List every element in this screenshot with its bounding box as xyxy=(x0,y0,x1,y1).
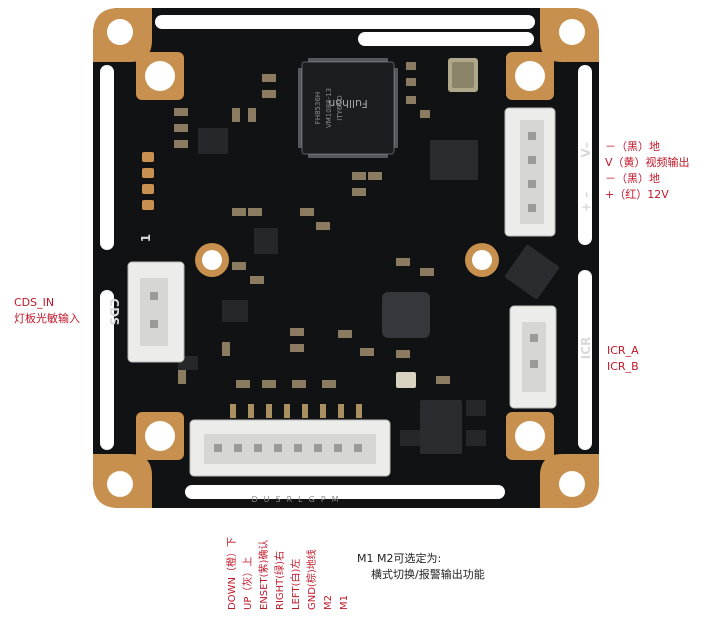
label-power-video-out: V（黄）视频输出 xyxy=(605,156,690,169)
label-gnd: GND(棕)地线 xyxy=(307,549,318,610)
driver-chip xyxy=(420,400,462,454)
cds-connector xyxy=(127,261,185,363)
slot-top xyxy=(155,15,535,29)
slot-top-2 xyxy=(358,32,534,46)
corner-hole-tl xyxy=(107,19,133,45)
label-power-12v: +（红）12V xyxy=(605,188,669,201)
label-col-right: RIGHT(绿)右 xyxy=(275,528,288,610)
key-connector xyxy=(189,404,391,477)
power-connector xyxy=(504,107,556,237)
slot-right-lower xyxy=(578,270,592,450)
chip-text-3: ITY6CD xyxy=(336,95,344,120)
label-down: DOWN（橙）下 xyxy=(227,537,238,610)
chip-text-1: FH8536H xyxy=(314,92,322,124)
inner-hole-bl xyxy=(145,421,175,451)
label-right: RIGHT(绿)右 xyxy=(275,550,286,610)
corner-hole-tr xyxy=(559,19,585,45)
label-col-left: LEFT(白)左 xyxy=(291,528,304,610)
silk-bottom-pins: DUSRLGPM xyxy=(251,495,344,504)
label-icr-b: ICR_B xyxy=(607,360,639,373)
chip-pins xyxy=(298,58,398,158)
label-col-enset: ENSET(紫)确认 xyxy=(259,528,272,610)
regulator-1 xyxy=(430,140,478,180)
label-col-m2: M2 xyxy=(323,528,336,610)
slot-left-lower xyxy=(100,290,114,450)
label-cds-in: CDS_IN xyxy=(14,296,55,309)
left-pin-pads xyxy=(142,152,154,210)
silk-cds: CDS xyxy=(107,298,121,325)
icr-connector xyxy=(509,305,557,409)
inner-hole-br xyxy=(515,421,545,451)
inner-hole-tr xyxy=(515,61,545,91)
label-power-gnd-1: －（黑）地 xyxy=(605,140,660,153)
center-hole-right-inner xyxy=(472,250,492,270)
silk-v-minus: V– xyxy=(579,142,593,157)
label-up: UP（灰）上 xyxy=(243,556,254,610)
label-power-gnd-2: －（黑）地 xyxy=(605,172,660,185)
chip-brand: Fullhan xyxy=(328,97,368,110)
silk-icr: ICR xyxy=(579,337,593,360)
label-col-down: DOWN（橙）下 xyxy=(227,528,240,610)
label-cds-light-input: 灯板光敏输入 xyxy=(14,312,80,325)
center-hole-left-inner xyxy=(202,250,222,270)
silk-pin-one: 1 xyxy=(139,234,153,242)
silk-plus-minus: + – xyxy=(579,192,593,212)
label-col-m1: M1 xyxy=(339,528,352,610)
label-enset: ENSET(紫)确认 xyxy=(259,539,270,610)
corner-hole-br xyxy=(559,471,585,497)
chip-text-2: VM1088-13 xyxy=(325,88,333,128)
m1m2-note-line1: M1 M2可选定为: xyxy=(357,552,442,565)
label-left: LEFT(白)左 xyxy=(291,558,302,610)
label-col-up: UP（灰）上 xyxy=(243,528,256,610)
slot-left xyxy=(100,65,114,250)
slot-bottom xyxy=(185,485,505,499)
m1m2-note-line2: 横式切换/报警输出功能 xyxy=(371,568,485,581)
slot-right xyxy=(578,65,592,245)
crystal-top xyxy=(452,62,474,88)
label-m2: M2 xyxy=(323,595,334,610)
label-col-gnd: GND(棕)地线 xyxy=(307,528,320,610)
cap-chip xyxy=(396,372,416,388)
label-icr-a: ICR_A xyxy=(607,344,639,357)
regulator-2 xyxy=(504,244,560,300)
inductor xyxy=(382,292,430,338)
smd-parts xyxy=(174,62,450,388)
label-m1: M1 xyxy=(339,595,350,610)
inner-hole-tl xyxy=(145,61,175,91)
corner-hole-bl xyxy=(107,471,133,497)
